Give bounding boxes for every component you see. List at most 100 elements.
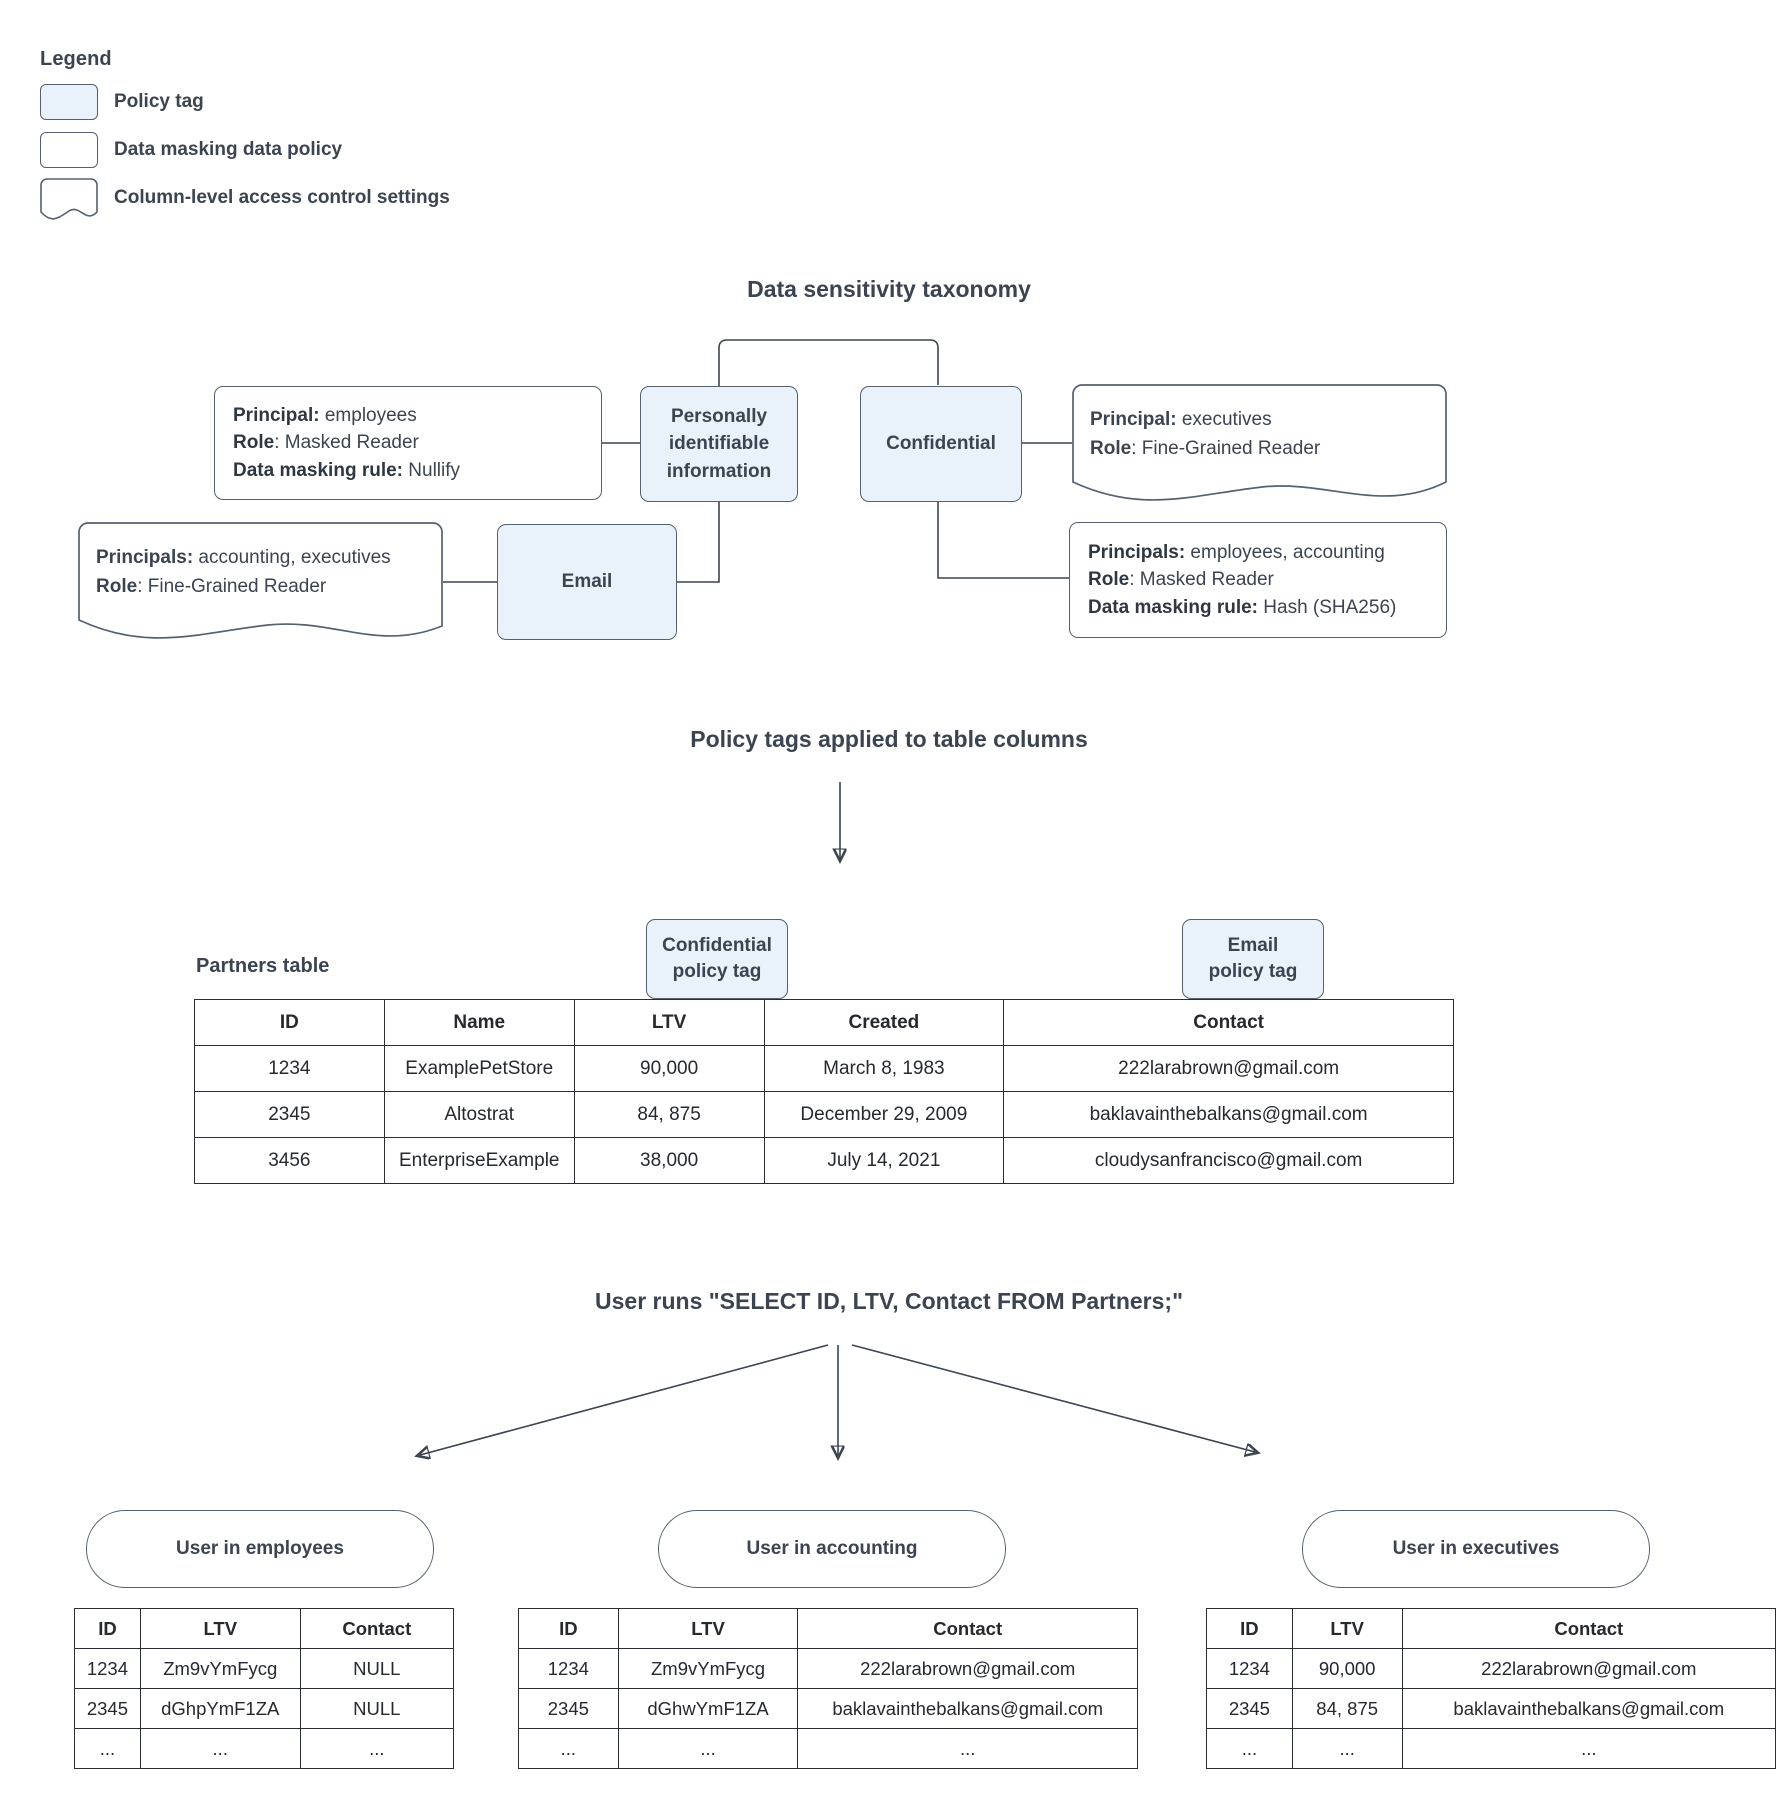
- table-cell: March 8, 1983: [763, 1045, 1005, 1092]
- policy-tag-confidential[interactable]: Confidential: [860, 386, 1022, 502]
- pii-principal-label: Principal:: [233, 404, 320, 426]
- pii-data-masking-policy-box: Principal: employees Role: Masked Reader…: [214, 386, 602, 500]
- table-cell: 222larabrown@gmail.com: [1401, 1648, 1777, 1689]
- table-cell: 90,000: [1291, 1648, 1403, 1689]
- email-access-text: Principals: accounting, executives Role:…: [96, 544, 429, 601]
- result-table-row: .........: [518, 1728, 1138, 1769]
- policy-tag-email-label: Email: [561, 571, 613, 593]
- column-header-name: Name: [383, 999, 575, 1046]
- table-cell: NULL: [299, 1648, 455, 1689]
- column-header-contact: Contact: [1003, 999, 1454, 1046]
- column-header-id: ID: [194, 999, 385, 1046]
- table-cell: 38,000: [573, 1137, 765, 1184]
- legend-item-data-masking: Data masking data policy: [40, 129, 660, 171]
- pii-rule-value: Nullify: [403, 459, 461, 481]
- table-cell: baklavainthebalkans@gmail.com: [1401, 1688, 1777, 1729]
- persona-accounting: User in accounting: [658, 1510, 1006, 1588]
- column-policy-tag-confidential[interactable]: Confidential policy tag: [646, 919, 788, 999]
- policy-tag-swatch-icon: [40, 84, 98, 120]
- column-header-ltv: LTV: [617, 1608, 799, 1649]
- column-header-ltv: LTV: [1291, 1608, 1403, 1649]
- table-cell: 84, 875: [1291, 1688, 1403, 1729]
- table-cell: ...: [299, 1728, 455, 1769]
- table-cell: 2345: [1206, 1688, 1293, 1729]
- table-cell: ...: [617, 1728, 799, 1769]
- result-table-row: .........: [74, 1728, 455, 1769]
- query-title: User runs "SELECT ID, LTV, Contact FROM …: [595, 1288, 1183, 1314]
- legend-label-data-masking: Data masking data policy: [114, 139, 343, 160]
- policy-tag-email[interactable]: Email: [497, 524, 677, 640]
- column-header-id: ID: [1206, 1608, 1293, 1649]
- partners-table-label: Partners table: [196, 955, 330, 977]
- conf-access-role-label: Role: [1090, 437, 1132, 459]
- table-cell: 1234: [74, 1648, 141, 1689]
- persona-employees-label: User in employees: [176, 1538, 344, 1559]
- column-header-contact: Contact: [797, 1608, 1138, 1649]
- table-cell: 2345: [518, 1688, 619, 1729]
- column-header-ltv: LTV: [139, 1608, 301, 1649]
- table-cell: baklavainthebalkans@gmail.com: [1003, 1091, 1454, 1138]
- table-cell: dGhpYmF1ZA: [139, 1688, 301, 1729]
- table-cell: Altostrat: [383, 1091, 575, 1138]
- pii-role-label: Role: [233, 432, 275, 454]
- table-cell: December 29, 2009: [763, 1091, 1005, 1138]
- confidential-access-text: Principal: executives Role: Fine-Grained…: [1090, 406, 1433, 463]
- table-cell: 2345: [74, 1688, 141, 1729]
- table-cell: ...: [74, 1728, 141, 1769]
- conf-mask-rule-value: Hash (SHA256): [1258, 596, 1397, 618]
- column-header-contact: Contact: [299, 1608, 455, 1649]
- table-cell: ...: [1291, 1728, 1403, 1769]
- conf-access-principal-value: executives: [1176, 409, 1272, 430]
- result-table-row: .........: [1206, 1728, 1777, 1769]
- table-cell: ...: [1401, 1728, 1777, 1769]
- column-policy-tag-email[interactable]: Email policy tag: [1182, 919, 1324, 999]
- confidential-data-masking-policy-box: Principals: employees, accounting Role: …: [1069, 522, 1447, 638]
- pii-rule-label: Data masking rule:: [233, 459, 403, 481]
- taxonomy-title: Data sensitivity taxonomy: [747, 276, 1031, 302]
- column-header-created: Created: [763, 999, 1005, 1046]
- confidential-column-access-settings-box: Principal: executives Role: Fine-Grained…: [1072, 384, 1447, 506]
- persona-executives: User in executives: [1302, 1510, 1650, 1588]
- policy-tag-pii[interactable]: Personally identifiable information: [640, 386, 798, 502]
- conf-mask-principal-label: Principals:: [1088, 541, 1186, 563]
- email-principal-value: accounting, executives: [193, 547, 391, 568]
- column-policy-tag-email-line1: Email: [1227, 935, 1279, 957]
- persona-employees: User in employees: [86, 1510, 434, 1588]
- applied-title: Policy tags applied to table columns: [690, 726, 1088, 752]
- table-cell: 3456: [194, 1137, 385, 1184]
- column-header-id: ID: [518, 1608, 619, 1649]
- legend-swatch-column-access: [40, 178, 114, 220]
- column-policy-tag-email-line2: policy tag: [1208, 961, 1298, 982]
- table-cell: dGhwYmF1ZA: [617, 1688, 799, 1729]
- column-access-swatch-icon: [40, 178, 98, 220]
- table-cell: 84, 875: [573, 1091, 765, 1138]
- conf-mask-role-label: Role: [1088, 569, 1130, 591]
- table-cell: EnterpriseExample: [383, 1137, 575, 1184]
- pii-role-value: : Masked Reader: [274, 432, 419, 454]
- email-role-label: Role: [96, 575, 138, 597]
- legend-title: Legend: [40, 48, 112, 70]
- persona-executives-label: User in executives: [1392, 1538, 1560, 1559]
- conf-mask-principal-value: employees, accounting: [1185, 541, 1385, 563]
- persona-accounting-label: User in accounting: [746, 1538, 918, 1559]
- table-cell: 222larabrown@gmail.com: [1003, 1045, 1454, 1092]
- table-cell: 2345: [194, 1091, 385, 1138]
- legend: Legend Policy tag Data masking data poli…: [40, 48, 660, 225]
- table-cell: July 14, 2021: [763, 1137, 1005, 1184]
- conf-mask-role-value: : Masked Reader: [1129, 569, 1274, 591]
- table-cell: baklavainthebalkans@gmail.com: [797, 1688, 1138, 1729]
